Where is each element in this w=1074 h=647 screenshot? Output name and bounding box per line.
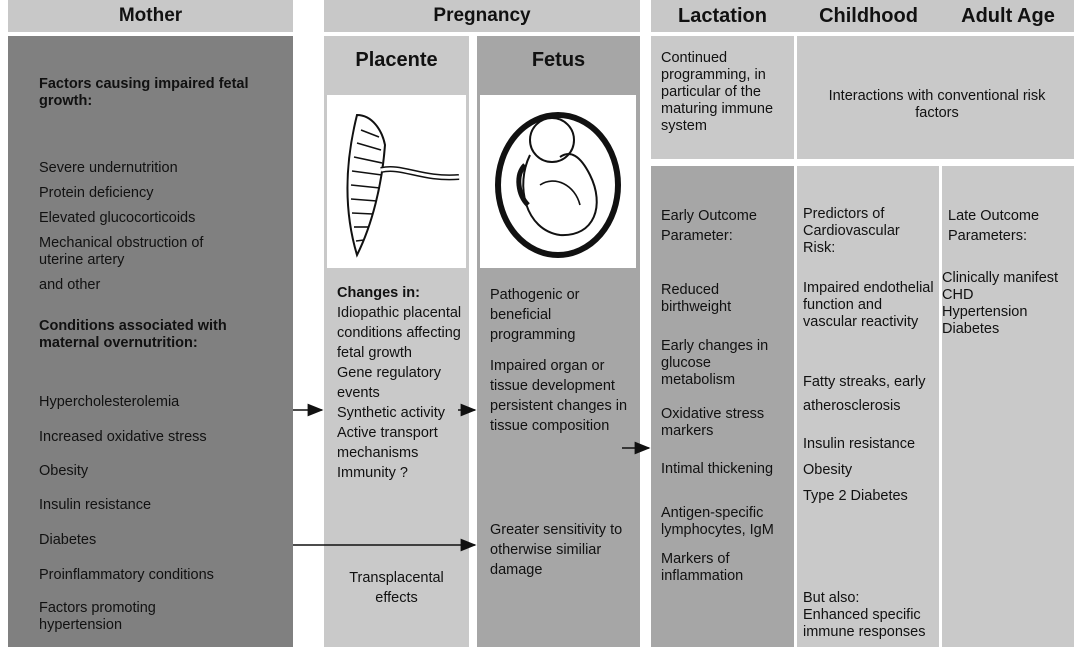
flow-arrows bbox=[0, 0, 1074, 647]
